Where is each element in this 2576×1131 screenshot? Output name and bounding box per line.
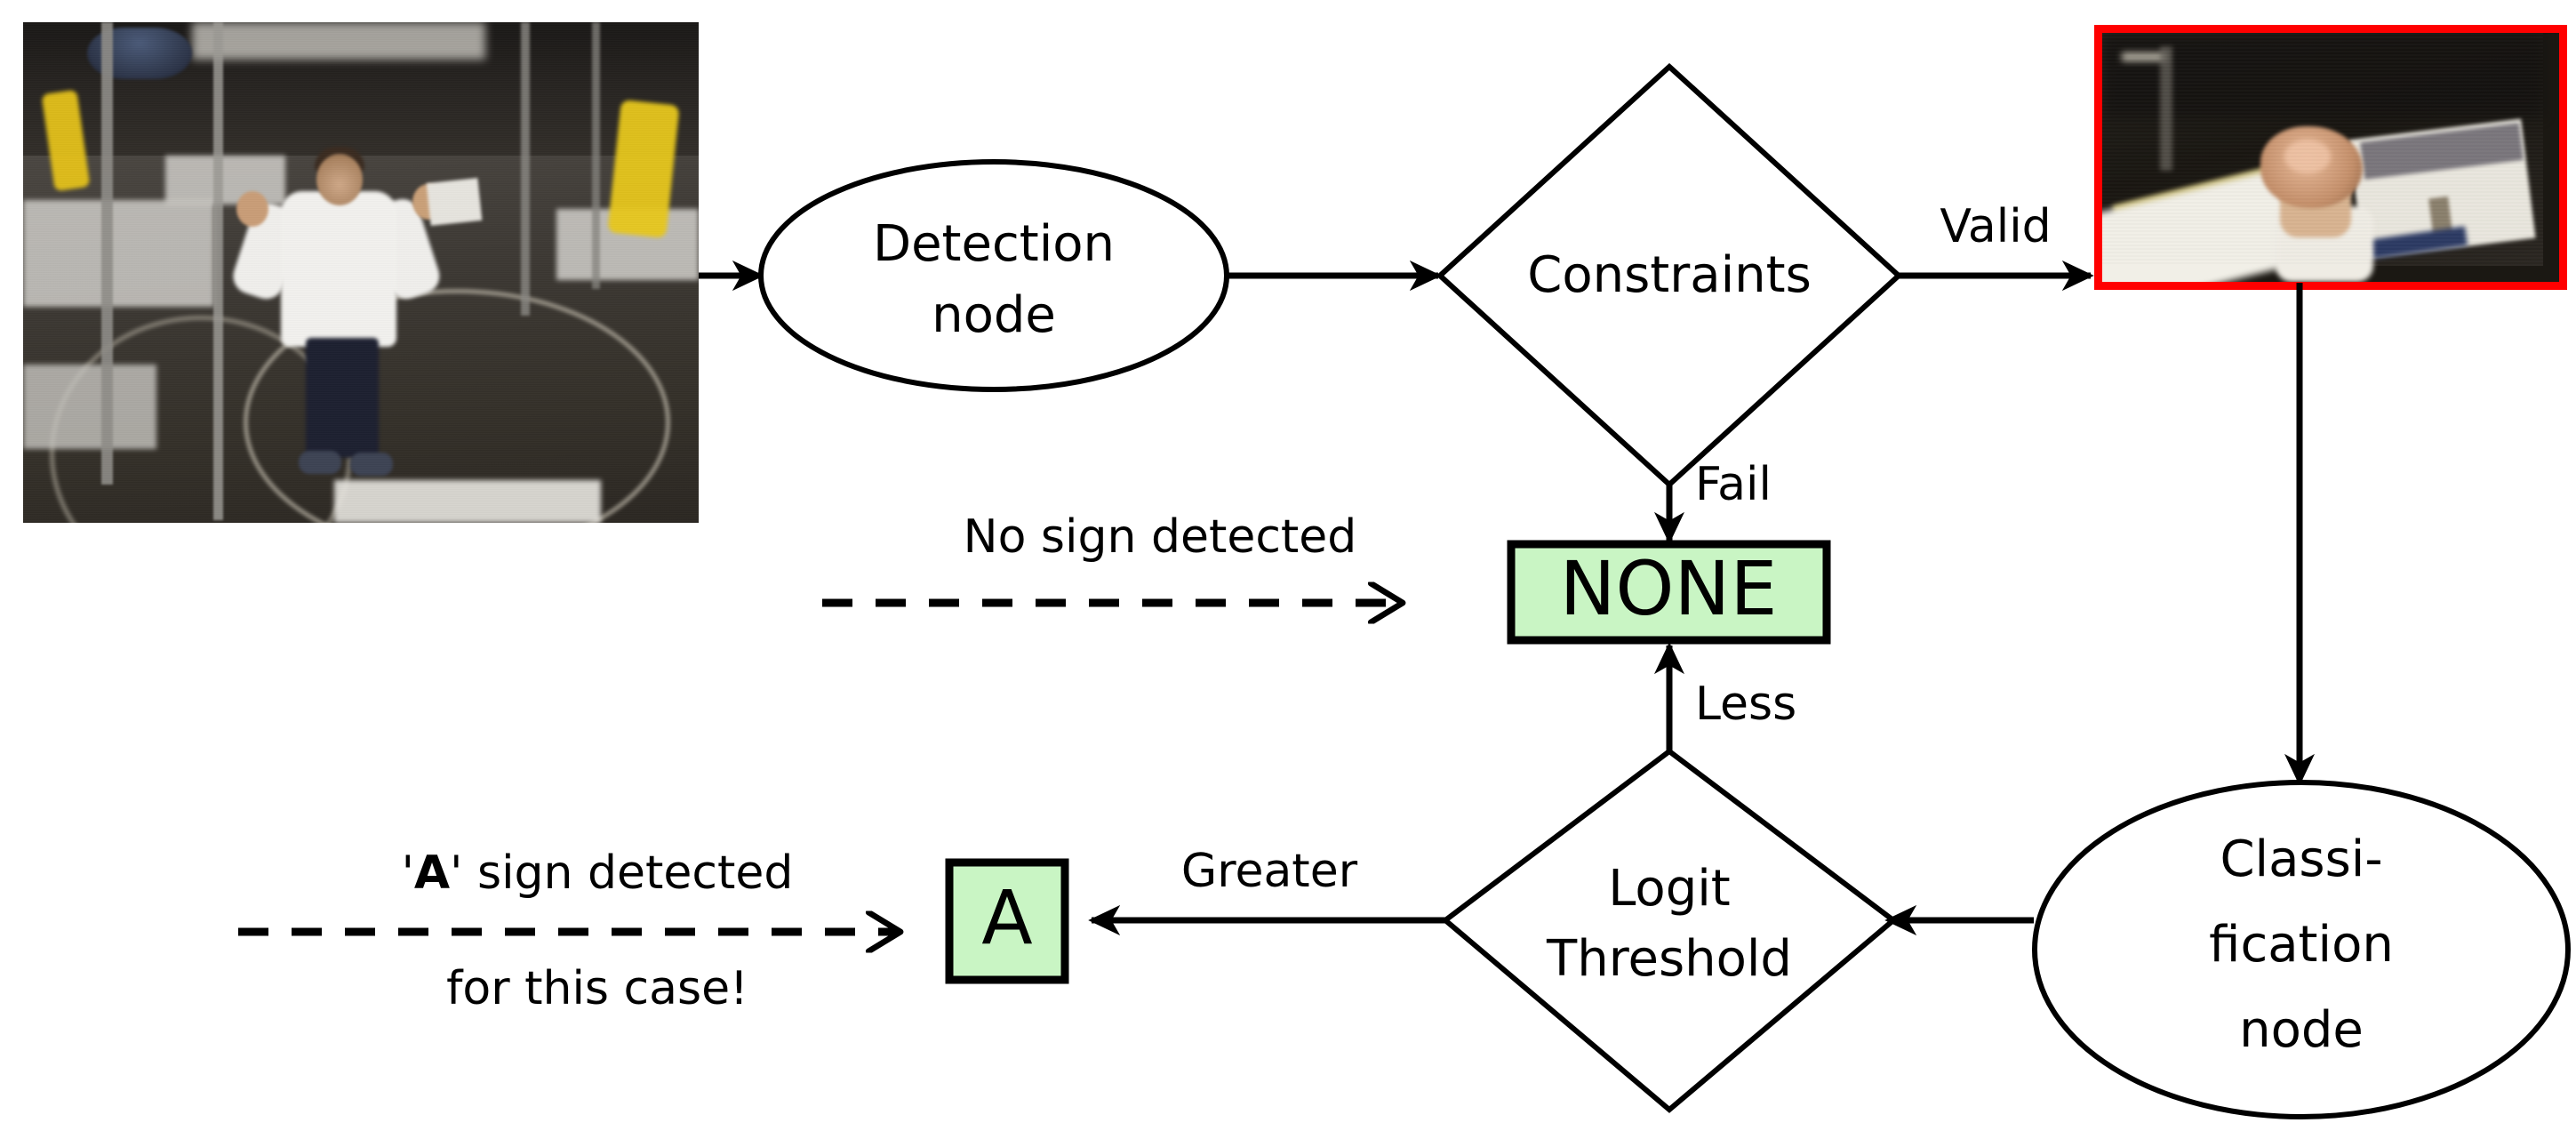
scene-pole-3 (521, 22, 530, 316)
annotation-a-sign-suffix: ' sign detected (450, 846, 793, 900)
node-constraints-label: Constraints (1527, 246, 1812, 304)
edge-label-greater: Greater (1181, 845, 1358, 898)
detected-sign-crop (2094, 25, 2567, 290)
edge-label-valid: Valid (1940, 200, 2051, 253)
scene-person-shoe-left (299, 451, 341, 474)
node-result-a-label: A (981, 874, 1032, 961)
scene-bench-left (23, 200, 214, 307)
scene-person-shirt (281, 191, 396, 347)
scene-foreground-table (334, 480, 601, 523)
scene-floor-circle (244, 289, 670, 523)
node-result-a[interactable] (945, 858, 1069, 984)
scene-person-pants (306, 338, 379, 458)
node-detection[interactable] (758, 159, 1229, 392)
scene-noise-overlay (23, 22, 699, 523)
node-none-label: NONE (1560, 545, 1778, 632)
scene-bench-middle (165, 156, 285, 205)
node-classification-line3: node (2239, 1001, 2364, 1059)
annotation-a-sign-line2: for this case! (446, 962, 748, 1015)
scene-pole-4 (592, 22, 600, 289)
scene-person-shoe-right (350, 453, 393, 476)
scene-pole-2 (213, 22, 223, 520)
node-classification-line1: Classi- (2220, 830, 2382, 888)
crop-pole (2160, 46, 2172, 171)
node-logit-line1: Logit (1608, 860, 1731, 918)
node-detection-line1: Detection (873, 215, 1115, 273)
crop-dark-top (2102, 33, 2543, 117)
crop-knuckles (2284, 140, 2331, 173)
node-none[interactable] (1507, 540, 1831, 645)
node-classification[interactable] (2032, 780, 2571, 1119)
scene-person-head (316, 154, 363, 205)
edge-label-fail: Fail (1695, 458, 1772, 511)
scene-pole-1 (101, 22, 113, 485)
annotation-a-sign-bold: A (414, 846, 450, 900)
annotation-a-sign-prefix: ' (402, 846, 414, 900)
edge-label-less: Less (1695, 678, 1796, 731)
node-detection-line2: node (932, 286, 1056, 344)
node-logit-threshold[interactable] (1441, 748, 1898, 1113)
scene-person-fist-left (236, 191, 268, 227)
annotation-a-sign-detected: 'A' sign detected (402, 846, 794, 900)
node-classification-line2: fication (2209, 916, 2394, 974)
input-scene-photo (23, 22, 699, 523)
node-logit-line2: Threshold (1546, 930, 1792, 988)
crop-highlight (2122, 52, 2166, 61)
scene-bench-left-lower (23, 365, 156, 449)
crop-noise-overlay (2102, 33, 2543, 266)
annotation-no-sign-detected: No sign detected (964, 510, 1357, 564)
scene-ceiling-light (192, 22, 485, 60)
